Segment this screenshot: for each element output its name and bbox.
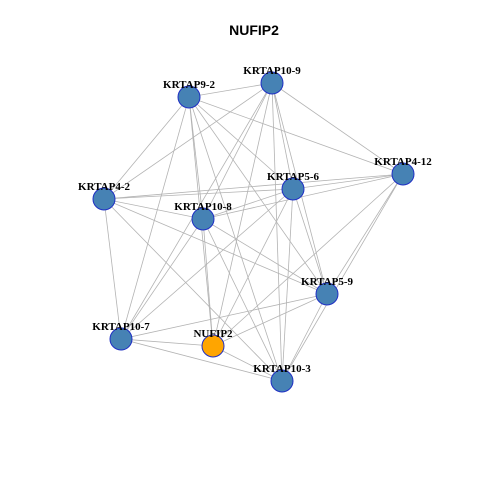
edge-krtap10-9-krtap4-2 [103, 82, 273, 200]
node-label-krtap5-9: KRTAP5-9 [301, 276, 353, 288]
edge-layer [103, 82, 404, 382]
edge-krtap5-6-krtap10-3 [281, 188, 294, 382]
edge-krtap5-6-krtap10-7 [120, 188, 294, 340]
edge-krtap5-6-krtap4-2 [103, 188, 294, 200]
node-label-krtap9-2: KRTAP9-2 [163, 79, 215, 91]
node-krtap10-9 [260, 71, 284, 95]
edge-krtap4-12-krtap4-2 [103, 173, 404, 200]
node-label-krtap10-9: KRTAP10-9 [243, 65, 301, 77]
edge-krtap4-2-krtap5-9 [103, 198, 328, 295]
edge-krtap5-9-krtap10-7 [120, 293, 328, 340]
node-krtap10-8 [191, 207, 215, 231]
edge-krtap4-12-krtap5-6 [292, 173, 404, 190]
edge-krtap5-6-krtap10-8 [202, 188, 294, 220]
node-nufip2 [201, 334, 225, 358]
edge-krtap4-12-krtap10-8 [202, 173, 404, 220]
edge-krtap4-2-krtap10-8 [103, 198, 204, 220]
edge-krtap10-8-krtap10-3 [202, 218, 283, 382]
edge-krtap10-8-nufip2 [202, 218, 214, 347]
node-label-krtap4-12: KRTAP4-12 [374, 156, 432, 168]
node-label-nufip2: NUFIP2 [193, 328, 233, 340]
node-krtap4-2 [92, 187, 116, 211]
edge-krtap4-2-krtap10-7 [103, 198, 122, 340]
node-krtap10-7 [109, 327, 133, 351]
edge-krtap10-8-krtap10-7 [120, 218, 204, 340]
edge-krtap9-2-krtap4-12 [188, 96, 404, 175]
node-layer [92, 71, 415, 393]
node-label-krtap10-8: KRTAP10-8 [174, 201, 232, 213]
node-label-krtap10-7: KRTAP10-7 [92, 321, 150, 333]
edge-krtap5-6-nufip2 [212, 188, 294, 347]
edge-krtap4-12-nufip2 [212, 173, 404, 347]
node-krtap5-6 [281, 177, 305, 201]
node-krtap4-12 [391, 162, 415, 186]
node-krtap10-3 [270, 369, 294, 393]
edge-krtap10-8-krtap5-9 [202, 218, 328, 295]
edge-krtap10-7-krtap10-3 [120, 338, 283, 382]
graph-title: NUFIP2 [229, 22, 279, 38]
edge-krtap9-2-krtap10-7 [120, 96, 190, 340]
edge-krtap4-12-krtap10-3 [281, 173, 404, 382]
edge-krtap10-9-nufip2 [212, 82, 273, 347]
edge-krtap4-2-krtap10-3 [103, 198, 283, 382]
edge-krtap10-9-krtap4-12 [271, 82, 404, 175]
edge-krtap10-9-krtap10-3 [271, 82, 283, 382]
edge-krtap10-9-krtap5-6 [271, 82, 294, 190]
node-krtap9-2 [177, 85, 201, 109]
edge-krtap5-6-krtap5-9 [292, 188, 328, 295]
edge-krtap4-12-krtap5-9 [326, 173, 404, 295]
edge-krtap9-2-krtap4-2 [103, 96, 190, 200]
edge-krtap9-2-krtap5-6 [188, 96, 294, 190]
edge-krtap10-9-krtap10-8 [202, 82, 273, 220]
node-label-krtap10-3: KRTAP10-3 [253, 363, 311, 375]
edge-krtap9-2-krtap5-9 [188, 96, 328, 295]
edge-krtap5-9-nufip2 [212, 293, 328, 347]
node-label-krtap5-6: KRTAP5-6 [267, 171, 319, 183]
edge-krtap10-7-nufip2 [120, 338, 214, 347]
edge-krtap9-2-krtap10-9 [188, 82, 273, 98]
edge-nufip2-krtap10-3 [212, 345, 283, 382]
edge-krtap5-9-krtap10-3 [281, 293, 328, 382]
node-krtap5-9 [315, 282, 339, 306]
label-layer: KRTAP10-9KRTAP9-2KRTAP4-12KRTAP5-6KRTAP4… [78, 65, 432, 375]
node-label-krtap4-2: KRTAP4-2 [78, 181, 130, 193]
